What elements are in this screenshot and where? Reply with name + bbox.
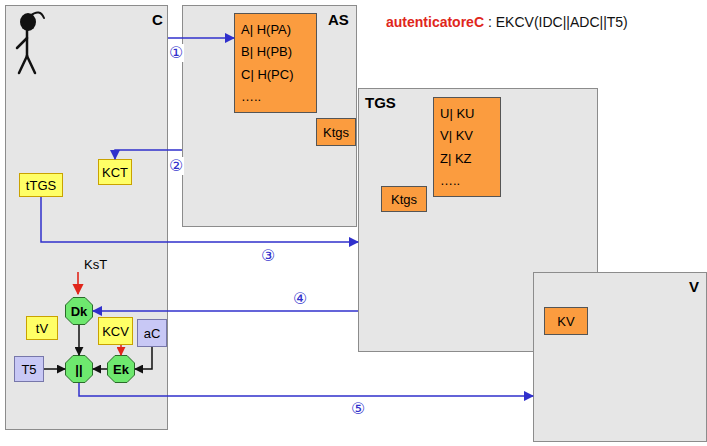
key-entry: ….. [241,89,261,104]
box-title: TGS [365,94,396,111]
key-box: KCT [98,159,132,185]
message-arrow [93,368,107,370]
node-label: Dk [71,304,88,319]
decrypt-octagon: Dk [65,297,93,325]
key-entry: B| H(PB) [241,44,292,59]
key-entry: V| KV [440,128,473,143]
key-entry: ….. [440,173,460,188]
message-arrow [78,325,80,355]
data-box: aC [137,319,167,347]
user-figure [17,12,44,73]
message-arrow [168,37,234,39]
callout-number: ③ [260,247,276,265]
key-entry: A| H(PA) [241,22,291,37]
figure-arm [30,12,44,18]
key-box: Ktgs [316,118,356,146]
figure-arm [17,38,27,48]
data-box: T5 [14,356,44,382]
callout-number: ② [168,157,184,175]
box-title: C [152,11,163,28]
box-title: AS [328,11,349,28]
title-formula: : EKCV(IDC||ADC||T5) [488,14,628,30]
figure-body [26,31,29,56]
key-input-arrow [77,272,79,294]
box-title: V [689,278,699,295]
key-entry: Z| KZ [440,151,472,166]
ticket-box: tTGS [19,173,63,197]
key-entry: U| KU [440,106,474,121]
server-box: V KV [533,272,707,442]
concat-octagon: || [65,355,93,383]
key-table: U| KU V| KV Z| KZ ….. [433,97,501,197]
node-label: KV [557,314,574,329]
callout-number: ① [168,44,184,62]
key-box: KV [544,307,588,335]
node-label: Ek [113,362,129,377]
key-entry: C| H(PC) [241,67,293,82]
callout-number: ⑤ [350,400,366,418]
octagon-outline [108,356,135,383]
ticket-box: tV [26,316,58,340]
node-label: KCT [102,165,128,180]
node-label: Ktgs [391,192,417,207]
message-arrow [120,345,122,355]
octagon-outline [66,298,93,325]
key-box: Ktgs [381,186,427,212]
node-label: Ktgs [323,125,349,140]
message-arrow [135,347,152,369]
message-arrow [93,310,358,312]
key-box: KCV [98,317,133,345]
message-arrow [79,383,533,396]
node-label: || [75,362,82,377]
callout-number: ④ [292,290,308,308]
figure-leg [19,56,27,73]
figure-head [20,13,36,31]
message-arrow [44,368,65,370]
node-label: aC [144,326,161,341]
client-box: C KCT tTGS Dk tV KCV aC T5 || Ek [5,5,168,430]
key-table: A| H(PA) B| H(PB) C| H(PC) ….. [234,13,317,113]
encrypt-octagon: Ek [107,355,135,383]
node-label: T5 [21,362,36,377]
octagon-outline [66,356,93,383]
server-box: AS A| H(PA) B| H(PB) C| H(PC) ….. Ktgs [182,5,357,227]
key-label: KsT [84,257,107,272]
message-arrow [115,150,182,159]
title-note: autenticatoreC [386,14,484,30]
node-label: tTGS [26,178,56,193]
figure-leg [27,56,35,73]
node-label: tV [36,321,48,336]
node-label: KCV [102,324,129,339]
message-arrow [41,197,358,242]
